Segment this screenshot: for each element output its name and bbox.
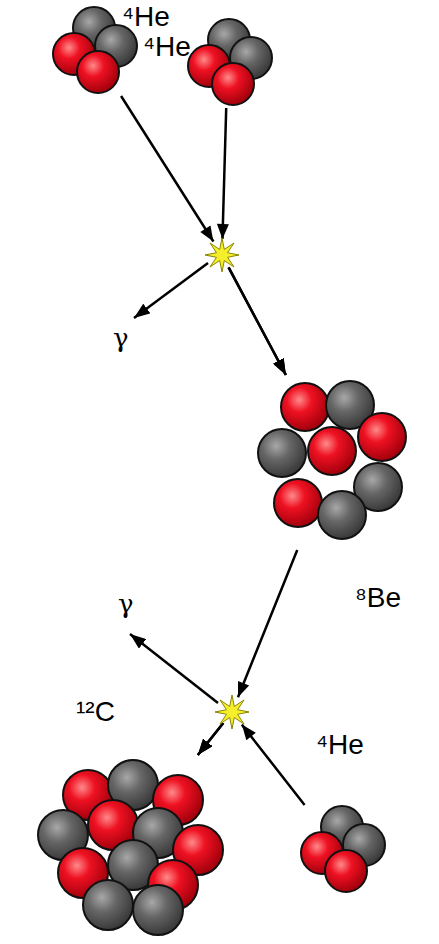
- arrowhead: [217, 224, 229, 239]
- gamma-label: γ: [113, 324, 129, 353]
- arrowhead: [242, 725, 256, 741]
- nucleus-picture: [28, 755, 223, 937]
- reaction-arrow: [198, 550, 297, 755]
- proton-ball: [308, 427, 356, 475]
- nucleus-label: ⁸Be: [355, 583, 401, 614]
- reaction-star: [215, 695, 249, 729]
- nucleus: ⁴He: [50, 6, 135, 96]
- nucleus-picture: [250, 375, 415, 550]
- nucleus-picture: [298, 805, 383, 897]
- gamma-arrow: [130, 634, 218, 703]
- reaction-arrow: [121, 96, 286, 375]
- proton-ball: [281, 383, 329, 431]
- reaction-star: [205, 238, 239, 272]
- neutron-ball: [258, 429, 306, 477]
- reaction-arrow: [222, 108, 285, 375]
- proton-ball: [77, 51, 119, 93]
- nucleus: ¹²C: [28, 755, 223, 937]
- neutron-ball: [133, 885, 183, 935]
- nucleus-label: ⁴He: [316, 730, 364, 761]
- arrowhead: [200, 226, 213, 242]
- arrowhead: [238, 681, 249, 697]
- nucleus-label: ⁴He: [122, 2, 170, 33]
- gamma-label: γ: [118, 590, 134, 619]
- proton-ball: [274, 479, 322, 527]
- proton-ball: [212, 63, 254, 105]
- nucleus: ⁸Be: [250, 375, 415, 550]
- nucleus-label: ¹²C: [76, 697, 115, 728]
- neutron-ball: [318, 491, 366, 539]
- proton-ball: [325, 850, 367, 892]
- nucleus-picture: [185, 18, 270, 108]
- nucleus-label: ⁴He: [143, 32, 191, 63]
- nucleus: ⁴He: [298, 805, 383, 897]
- reaction-arrow: [198, 723, 305, 805]
- gamma-arrow: [134, 263, 208, 318]
- nucleus: ⁴He: [185, 18, 270, 108]
- neutron-ball: [83, 880, 133, 930]
- proton-ball: [358, 413, 406, 461]
